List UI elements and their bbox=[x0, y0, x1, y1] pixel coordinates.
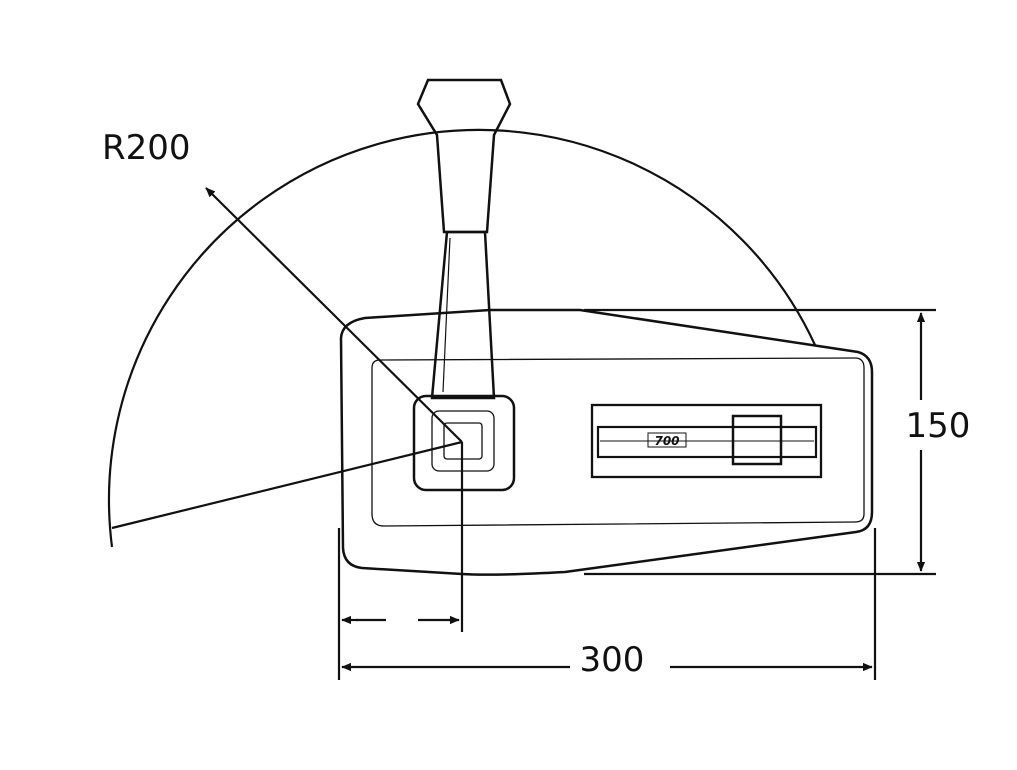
housing-outer bbox=[339, 308, 874, 576]
height-label: 150 bbox=[906, 406, 971, 446]
lever-handle bbox=[416, 78, 512, 234]
lever-stem bbox=[430, 230, 496, 400]
slider-emblem-box bbox=[647, 432, 687, 448]
slider-knob bbox=[731, 414, 783, 466]
housing-inner-panel bbox=[371, 357, 865, 527]
lever-swing-arc bbox=[107, 128, 816, 548]
width-label: 300 bbox=[580, 640, 645, 680]
radius-reference-line bbox=[111, 440, 463, 530]
radius-label: R200 bbox=[102, 128, 191, 168]
slider-track bbox=[596, 425, 818, 459]
lever-stem-highlight bbox=[442, 237, 451, 393]
lever-hub-outer bbox=[412, 394, 516, 492]
radius-dimension-line bbox=[205, 187, 463, 443]
slider-emblem-text: 700 bbox=[654, 434, 679, 448]
slider-frame bbox=[590, 403, 823, 479]
